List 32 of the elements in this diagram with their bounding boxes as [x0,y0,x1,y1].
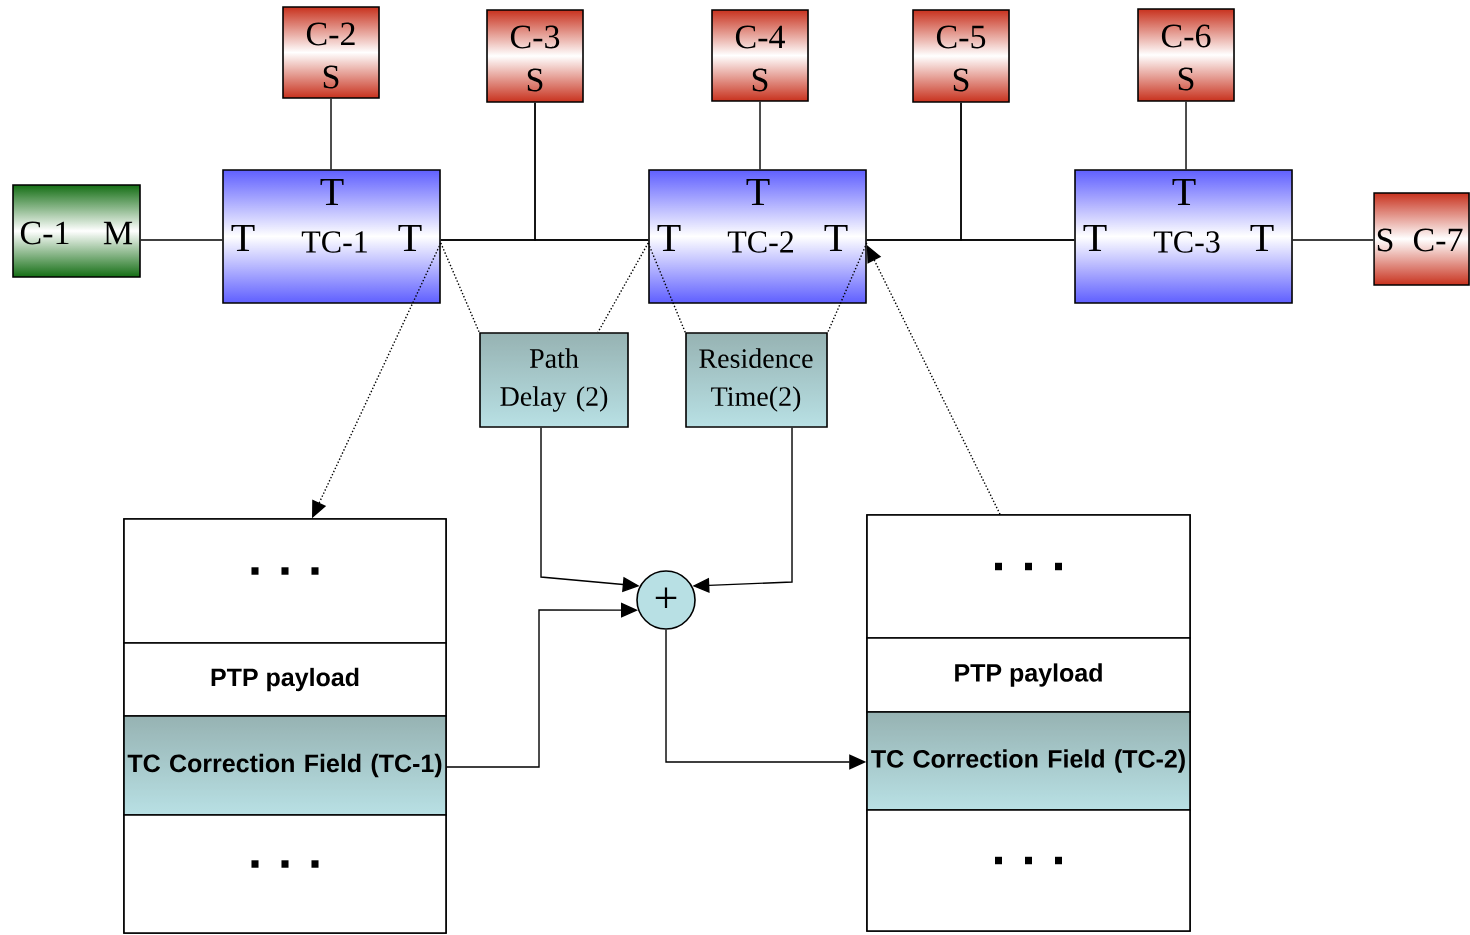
master-clock-box: C-1 M [12,184,141,278]
slave-clock-box: C-2 S [282,6,380,99]
ellipsis-row: ... [123,518,447,644]
slave-clock-box: S C-7 [1373,192,1470,286]
slave-clock-box: C-3 S [486,9,584,103]
correction-field-row: TC Correction Field (TC-2) [866,711,1191,811]
connector-line [534,102,649,241]
connector-line [330,98,332,170]
delay-box: Path Delay (2) [479,332,629,428]
leader-line [440,242,480,333]
payload-row: PTP payload [123,642,447,717]
leader-line [827,242,868,333]
residence-time-box: Residence Time(2) [685,332,828,428]
ellipsis-row: ... [866,514,1191,639]
slave-clock-box: C-6 S [1137,8,1235,102]
transparent-clock-box: T T TC-1 T [222,169,441,304]
connector-line [759,101,761,170]
connector-line [140,239,223,241]
leader-line [866,245,1001,515]
leader-line [647,242,686,333]
ellipsis-row: ... [866,809,1191,932]
slave-clock-box: C-5 S [912,9,1010,103]
slave-clock-box: C-4 S [711,9,809,102]
leader-line [597,242,649,333]
transparent-clock-box: T T TC-2 T [648,169,867,304]
payload-row: PTP payload [866,637,1191,713]
ellipsis-row: ... [123,814,447,934]
transparent-clock-box: T T TC-3 T [1074,169,1293,304]
connector-line [1292,239,1374,241]
connector-line [1185,101,1187,170]
correction-field-row: TC Correction Field (TC-1) [123,715,447,816]
connector-line [960,102,1075,241]
